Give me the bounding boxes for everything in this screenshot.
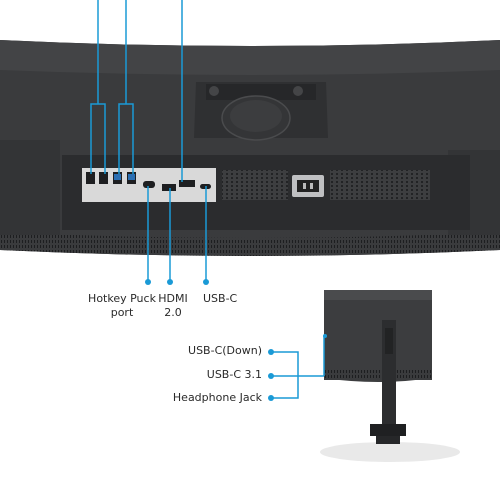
hotkey-port (143, 181, 155, 188)
small-base-shadow (320, 442, 460, 462)
hdmi-port-1 (162, 184, 176, 191)
label-usb-c-3-1: USB-C 3.1 (206, 368, 262, 381)
label-hdmi-line2: 2.0 (164, 306, 182, 319)
callout-lines-bottom (147, 186, 207, 282)
monitor-top-shade (0, 40, 500, 75)
label-hdmi-line1: HDMI (158, 292, 188, 305)
label-hotkey-puck-port: Hotkey Puck port (86, 292, 158, 320)
small-monitor-body (324, 290, 432, 382)
label-headphone-jack: Headphone Jack (172, 391, 262, 404)
screw (209, 86, 219, 96)
vent-grill (222, 170, 288, 200)
bottom-vent (0, 232, 500, 256)
small-monitor-bottom-vent (324, 370, 432, 380)
left-panel (0, 140, 60, 235)
vent-grill (330, 170, 430, 200)
callout-dots (145, 279, 209, 285)
callout-lines-side (271, 336, 325, 399)
label-usb-c: USB-C (203, 292, 238, 305)
label-hotkey-line1: Hotkey Puck (88, 292, 156, 305)
screw (293, 86, 303, 96)
label-hotkey-line2: port (110, 306, 134, 319)
label-usb-c-down: USB-C(Down) (188, 344, 262, 357)
callout-dots-side (268, 349, 274, 401)
hdmi-port-2 (179, 180, 195, 187)
label-hdmi: HDMI 2.0 (155, 292, 191, 320)
mount-slot (206, 84, 316, 100)
callout-lines-top (90, 0, 183, 182)
